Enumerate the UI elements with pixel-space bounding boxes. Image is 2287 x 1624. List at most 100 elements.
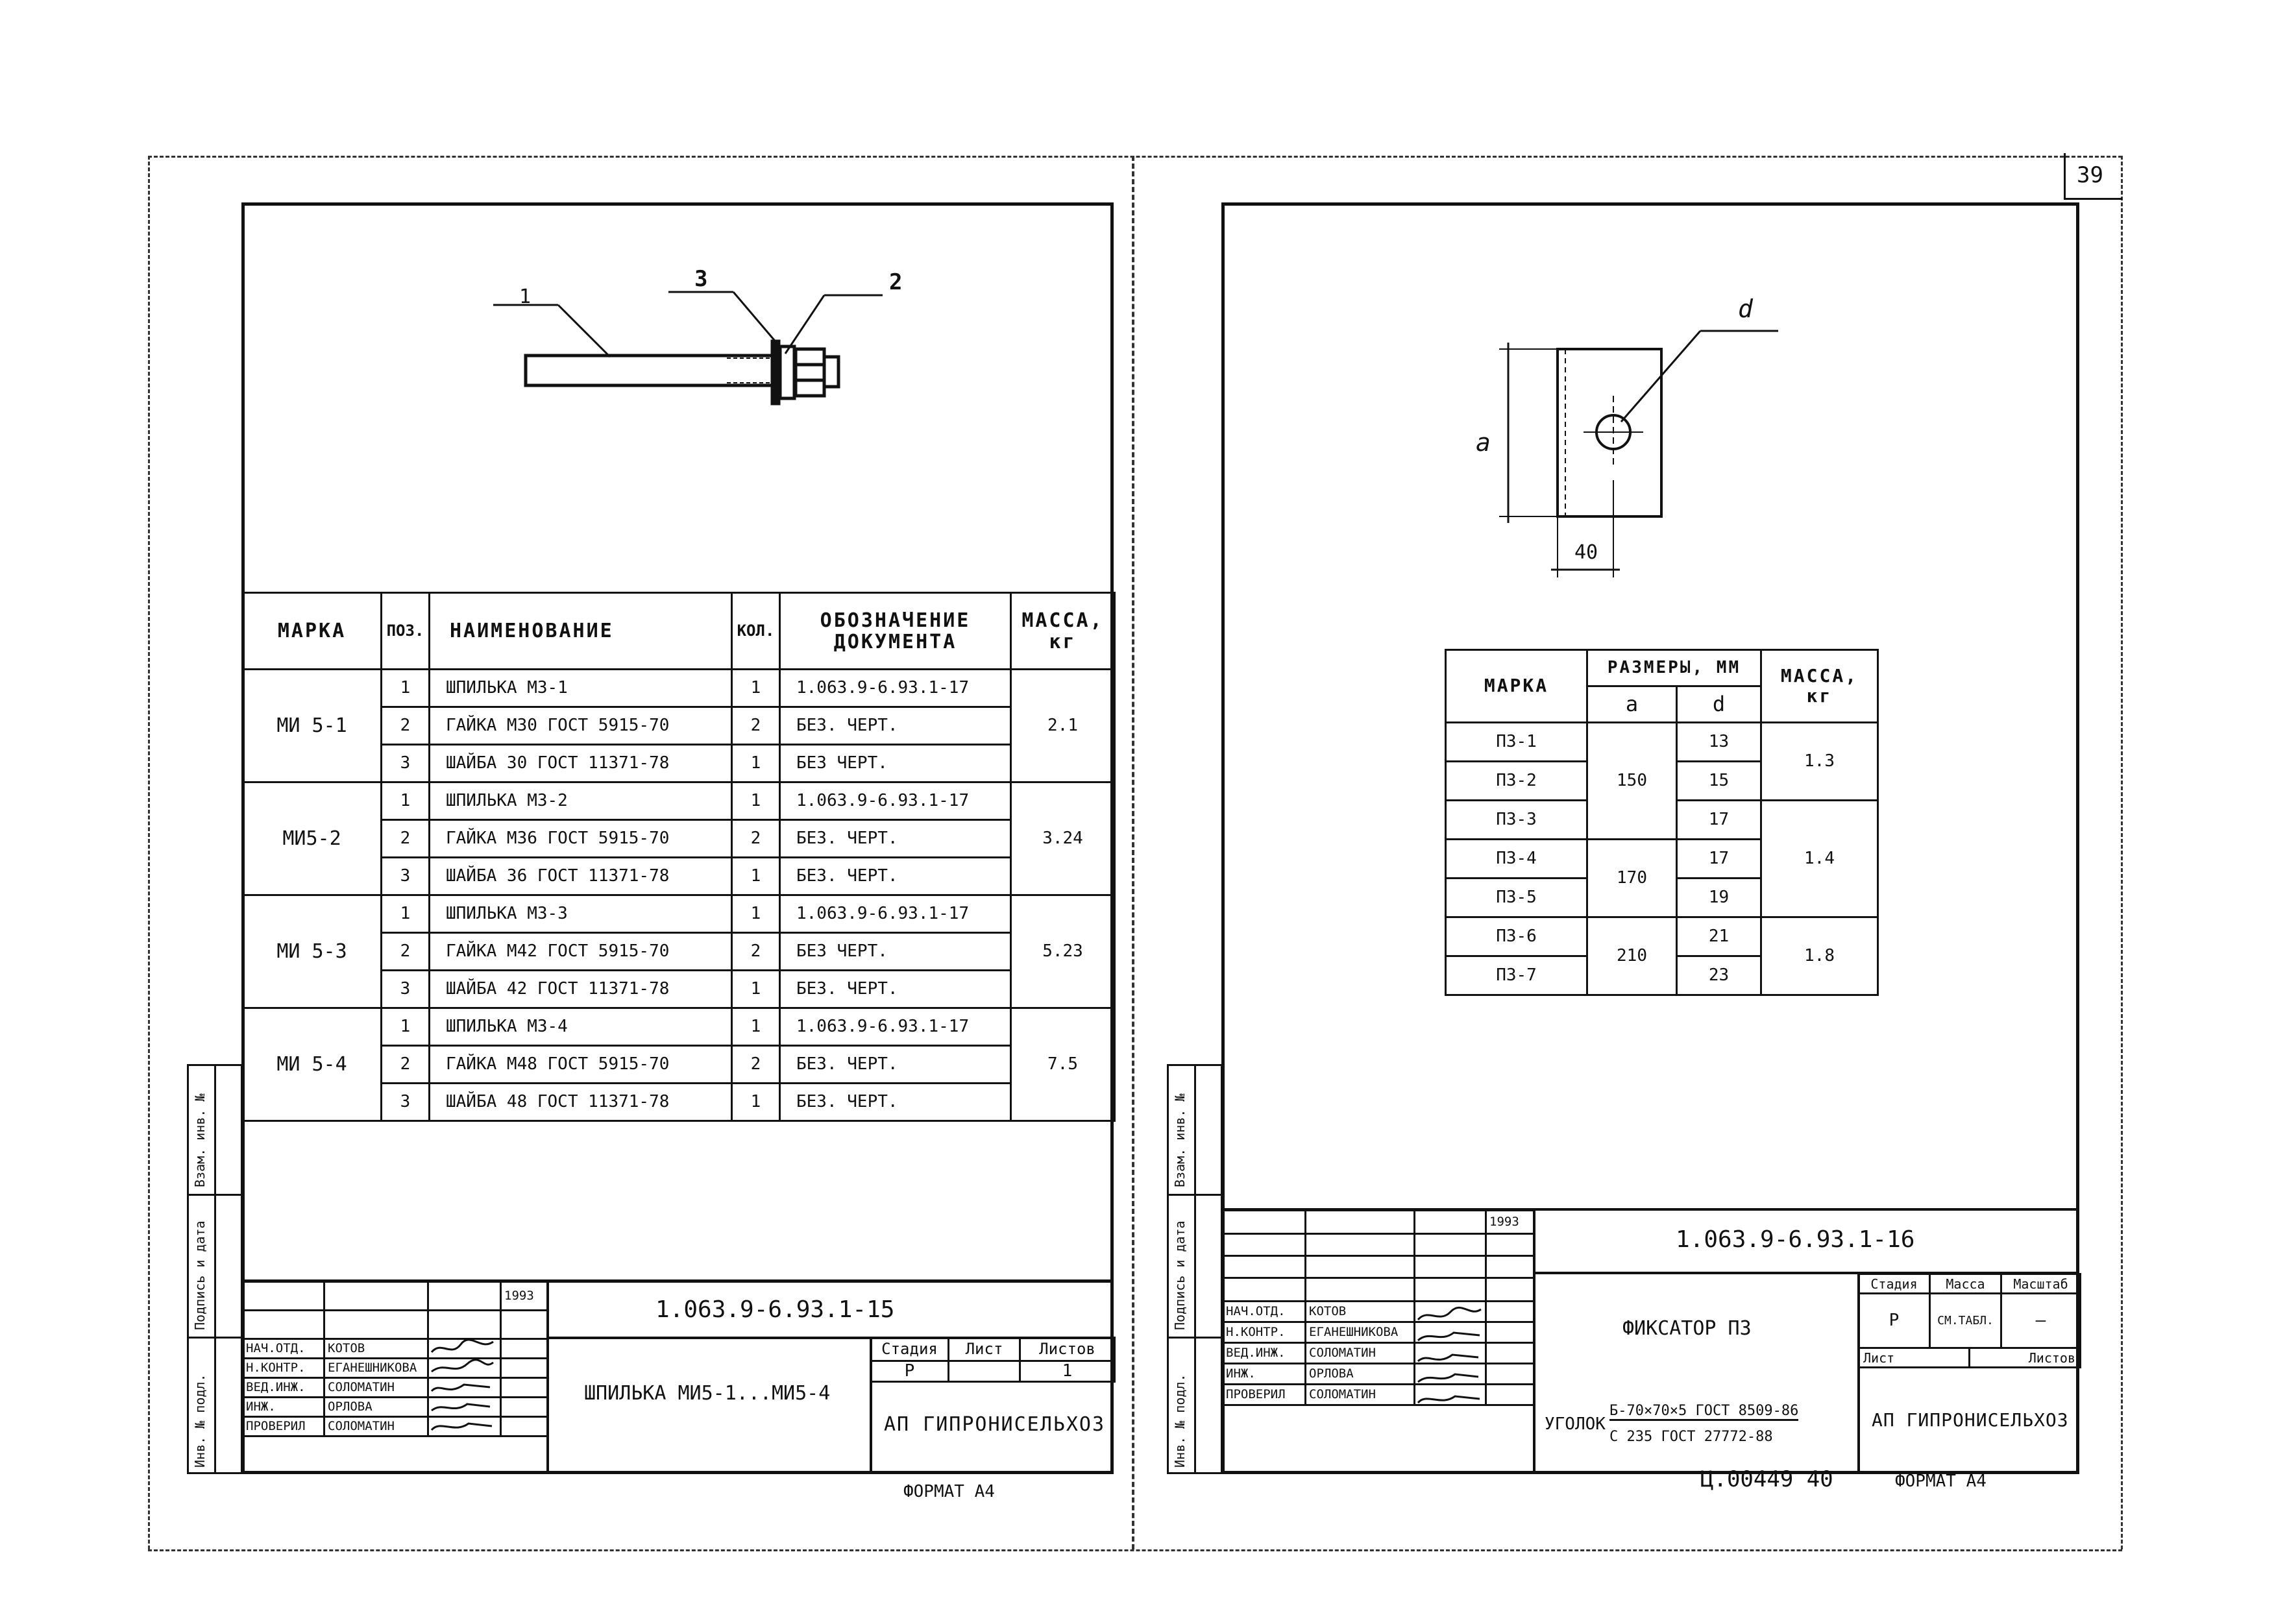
qty-cell: 1	[731, 744, 781, 783]
scale-label: Масштаб	[2000, 1273, 2081, 1294]
table-row: ПЗ-6 210 21 1.8	[1445, 916, 1879, 996]
signatures-left	[430, 1339, 494, 1431]
material-label: УГОЛОК	[1545, 1414, 1606, 1434]
pos-cell: 2	[380, 706, 430, 745]
table-row: МИ 5-4 1 ШПИЛЬКА МЗ-4 1 1.063.9-6.93.1-1…	[241, 1007, 1116, 1122]
mass-cell: 5.23	[1010, 894, 1116, 1009]
scale-value: —	[2000, 1292, 2081, 1349]
doc-cell: БЕЗ. ЧЕРТ.	[779, 1082, 1012, 1122]
organization: АП ГИПРОНИСЕЛЬХОЗ	[884, 1413, 1106, 1436]
qty-cell: 1	[731, 1082, 781, 1122]
pos-cell: 1	[380, 781, 430, 821]
signature	[1413, 1383, 1487, 1406]
header-name: НАИМЕНОВАНИЕ	[428, 592, 733, 670]
document-title: ФИКСАТОР ПЗ	[1622, 1317, 1752, 1340]
header-mass: МАССА, кг	[1760, 649, 1879, 723]
a-cell: 170	[1586, 838, 1678, 918]
pos-cell: 3	[380, 744, 430, 783]
table-row: МИ 5-3 1 ШПИЛЬКА МЗ-3 1 1.063.9-6.93.1-1…	[241, 894, 1116, 1009]
side-label-signature-date: Подпись и дата	[192, 1220, 208, 1330]
pos-cell: 2	[380, 819, 430, 858]
table-row: 3 ШАЙБА 30 ГОСТ 11371-78 1 БЕЗ ЧЕРТ.	[243, 744, 1115, 783]
pos-cell: 3	[380, 856, 430, 896]
callout-3: 3	[694, 266, 708, 292]
title-block-top-line	[241, 1279, 1114, 1283]
name-cell: ГАЙКА М42 ГОСТ 5915-70	[428, 932, 733, 971]
table-row: МИ5-2 1 ШПИЛЬКА МЗ-2 1 1.063.9-6.93.1-17…	[241, 781, 1116, 896]
qty-cell: 1	[731, 969, 781, 1009]
designation: 1.063.9-6.93.1-15	[655, 1296, 895, 1323]
title-block-col	[1533, 1209, 1535, 1474]
qty-cell: 1	[731, 781, 781, 821]
mass-cell: 1.8	[1760, 916, 1879, 996]
doc-cell: БЕЗ. ЧЕРТ.	[779, 819, 1012, 858]
d-cell: 15	[1676, 760, 1762, 801]
name-cell: ОРЛОВА	[1304, 1363, 1415, 1385]
mass-value: СМ.ТАБЛ.	[1929, 1292, 2002, 1349]
role-cell: ПРОВЕРИЛ	[241, 1416, 325, 1437]
title-block-col	[870, 1337, 872, 1474]
dim-label-d: d	[1738, 295, 1753, 323]
material-top: Б-70×70×5 ГОСТ 8509-86	[1609, 1403, 1799, 1421]
pos-cell: 1	[380, 894, 430, 934]
mass-cell: 1.3	[1760, 721, 1879, 801]
strip-row-divider	[187, 1194, 243, 1196]
drawing-area-bottom	[1221, 1208, 2079, 1211]
left-signature-grid: 1993 НАЧ.ОТД.КОТОВ Н.КОНТР.ЕГАНЕШНИКОВА …	[241, 1281, 548, 1437]
role-cell: ВЕД.ИНЖ.	[1221, 1342, 1306, 1364]
outer-border-top	[148, 156, 2122, 158]
designation: 1.063.9-6.93.1-16	[1676, 1226, 1915, 1253]
role-cell: ПРОВЕРИЛ	[1221, 1383, 1306, 1406]
organization: АП ГИПРОНИСЕЛЬХОЗ	[1872, 1409, 2069, 1431]
name-cell: ГАЙКА М48 ГОСТ 5915-70	[428, 1045, 733, 1084]
mass-cell: 2.1	[1010, 668, 1116, 783]
header-qty: КОЛ.	[731, 592, 781, 670]
mark-cell: ПЗ-5	[1445, 877, 1588, 918]
format-label: ФОРМАТ А4	[903, 1482, 995, 1501]
table-row: ПЗ-7 23	[1445, 955, 1878, 996]
mass-label: Масса	[1929, 1273, 2002, 1294]
spec-table: МАРКА ПОЗ. НАИМЕНОВАНИЕ КОЛ. ОБОЗНАЧЕНИЕ…	[241, 592, 1116, 1122]
stud-assembly-drawing	[493, 291, 883, 406]
strip-col-divider	[214, 1064, 216, 1474]
mark-cell: ПЗ-3	[1445, 799, 1588, 840]
dim-label-a: a	[1476, 428, 1491, 457]
pos-cell: 3	[380, 1082, 430, 1122]
d-cell: 23	[1676, 955, 1762, 996]
page-number-box	[2064, 153, 2122, 200]
sheets-label: Листов	[1019, 1337, 1116, 1362]
name-cell: КОТОВ	[323, 1338, 429, 1359]
doc-cell: БЕЗ. ЧЕРТ.	[779, 969, 1012, 1009]
side-label-replaced-inv: Взам. инв. №	[192, 1093, 208, 1188]
outer-border-left	[148, 156, 150, 1549]
header-doc: ОБОЗНАЧЕНИЕ ДОКУМЕНТА	[779, 592, 1012, 670]
strip-row-divider	[1167, 1194, 1223, 1196]
pos-cell: 2	[380, 932, 430, 971]
table-row: ПЗ-3 17 1.4	[1445, 799, 1879, 918]
name-cell: СОЛОМАТИН	[323, 1416, 429, 1437]
name-cell: ШПИЛЬКА МЗ-3	[428, 894, 733, 934]
doc-cell: 1.063.9-6.93.1-17	[779, 781, 1012, 821]
d-cell: 17	[1676, 799, 1762, 840]
name-cell: ШАЙБА 30 ГОСТ 11371-78	[428, 744, 733, 783]
name-cell: ШПИЛЬКА МЗ-1	[428, 668, 733, 708]
doc-cell: 1.063.9-6.93.1-17	[779, 1007, 1012, 1047]
mark-cell: ПЗ-1	[1445, 721, 1588, 762]
table-row: 3 ШАЙБА 36 ГОСТ 11371-78 1 БЕЗ. ЧЕРТ.	[243, 856, 1115, 896]
title-block-mid-line	[1533, 1272, 2079, 1274]
table-row: 2 ГАЙКА М48 ГОСТ 5915-70 2 БЕЗ. ЧЕРТ.	[243, 1045, 1115, 1084]
outer-border-right	[2121, 156, 2123, 1549]
doc-cell: 1.063.9-6.93.1-17	[779, 668, 1012, 708]
right-drawing-frame	[1221, 202, 2079, 1474]
qty-cell: 1	[731, 856, 781, 896]
name-cell: ОРЛОВА	[323, 1396, 429, 1418]
pos-cell: 2	[380, 1045, 430, 1084]
table-row: МИ 5-1 1 ШПИЛЬКА МЗ-1 1 1.063.9-6.93.1-1…	[241, 668, 1116, 783]
name-cell: КОТОВ	[1304, 1300, 1415, 1323]
right-signature-grid: 1993 НАЧ.ОТД.КОТОВ Н.КОНТР.ЕГАНЕШНИКОВА …	[1221, 1209, 1535, 1406]
outer-border-bottom	[148, 1549, 2122, 1551]
role-cell: Н.КОНТР.	[241, 1357, 325, 1379]
mass-cell: 7.5	[1010, 1007, 1116, 1122]
